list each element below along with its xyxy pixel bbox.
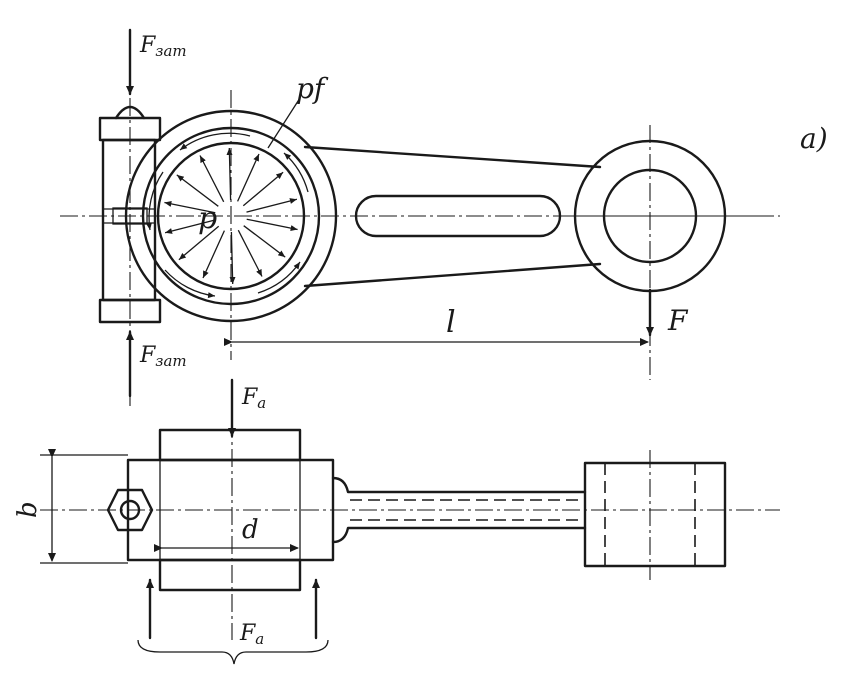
bolt-head-bottom: [98, 298, 162, 324]
hub-bottom-flange: [158, 558, 302, 592]
arm-slot: [354, 194, 562, 238]
bolt-end: [114, 105, 146, 120]
arm-upper-edge: [303, 145, 602, 169]
hub-top-flange: [158, 428, 302, 462]
pressure-arrow: [246, 198, 298, 213]
label-l: l: [446, 305, 456, 340]
pressure-arrow: [242, 171, 284, 207]
pressure-arrow: [164, 200, 216, 214]
pressure-arrow: [237, 229, 263, 277]
pressure-arrow: [199, 155, 225, 203]
hub-groove-circle: [141, 126, 321, 306]
pressure-arrow: [226, 147, 233, 201]
hub-bore-circle: [156, 141, 306, 291]
label-force-f: F: [667, 304, 689, 337]
arm-side-upper: [331, 476, 587, 494]
fa-brace: [137, 639, 329, 665]
pressure-arrow: [229, 231, 236, 285]
pressure-arrow: [243, 225, 286, 258]
arm-side-lower: [331, 526, 587, 544]
label-fzat-top: Fзат: [139, 33, 187, 60]
label-fa-bottom: Fa: [239, 621, 264, 648]
pressure-arrow: [246, 218, 298, 232]
hub-outer-circle: [124, 109, 338, 323]
pressure-arrow: [178, 225, 220, 261]
label-fzat-bottom: Fзат: [139, 343, 187, 370]
label-d: d: [242, 515, 259, 545]
nut-bore: [119, 499, 141, 521]
pressure-arrow: [176, 174, 219, 207]
labels: Fзат Fзат pf p l F а) Fa Fa b d: [13, 33, 828, 648]
top-view: [60, 28, 780, 410]
pressure-arrow: [164, 219, 216, 234]
pf-leader: [267, 97, 301, 149]
hex-nut: [106, 488, 154, 532]
friction-arrows: [145, 132, 309, 299]
label-p: p: [198, 201, 217, 236]
arm-lower-edge: [303, 262, 602, 288]
pressure-arrow: [237, 153, 260, 202]
bolt-shank: [112, 207, 148, 225]
bottom-view: [40, 378, 780, 665]
pressure-arrow: [202, 230, 225, 279]
label-pf: pf: [296, 72, 329, 105]
label-panel-letter: а): [800, 122, 828, 155]
label-b: b: [13, 501, 43, 518]
bolt-nut-top: [98, 116, 162, 142]
eye-side: [583, 461, 727, 568]
label-fa-top: Fa: [241, 385, 266, 412]
pressure-arrows: [164, 147, 298, 285]
